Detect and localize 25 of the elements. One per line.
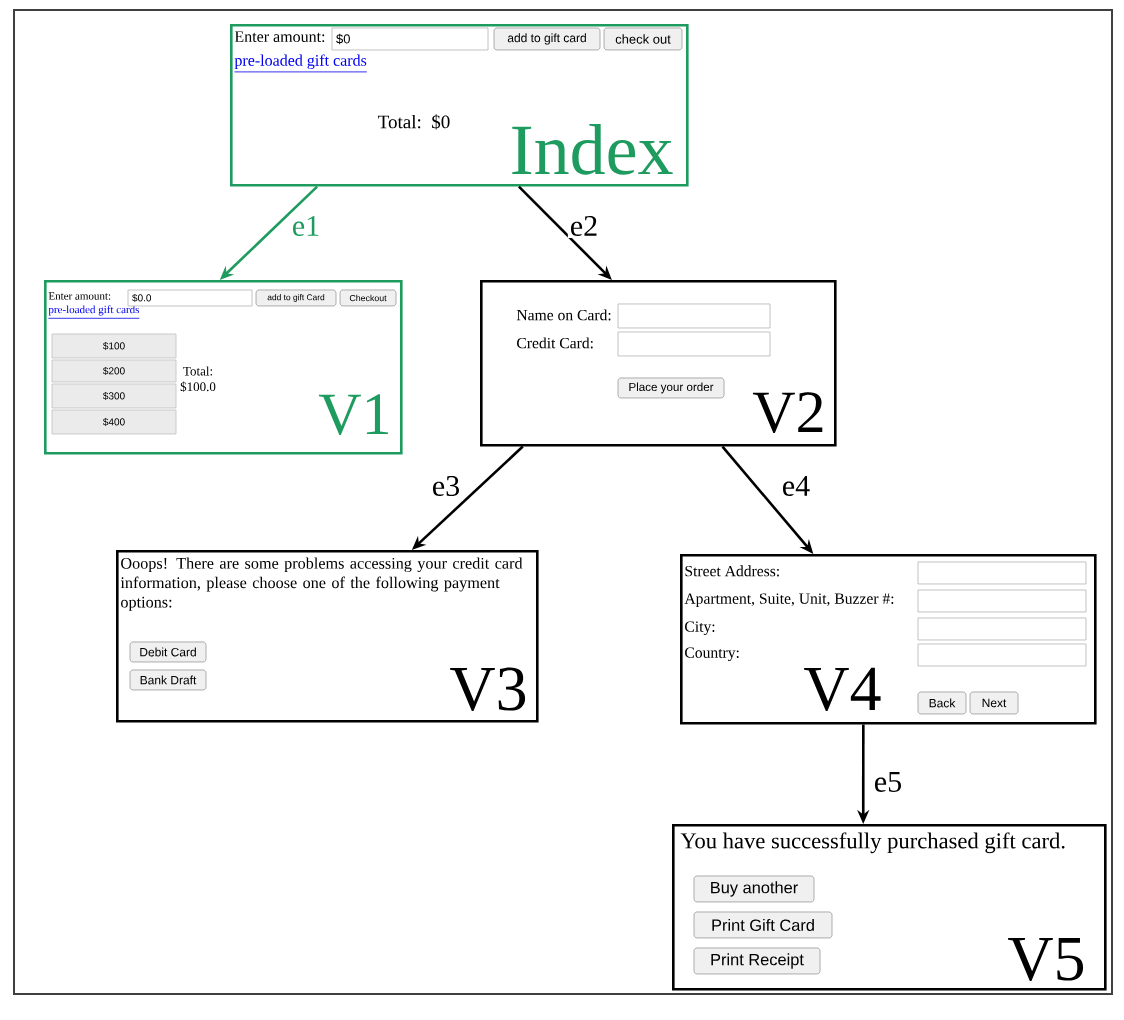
screen-title: V4 [804, 667, 881, 711]
screen-title: V5 [1008, 938, 1084, 981]
edge-label: e3 [429, 473, 463, 499]
screen-title: V1 [318, 394, 388, 435]
input-field [917, 589, 1087, 613]
message-text: You have successfully purchased gift card. [680, 832, 1065, 854]
screen-title: Index [512, 124, 673, 175]
button: Buy another [693, 875, 815, 903]
edge-label: e4 [779, 473, 813, 498]
link: pre-loaded gift cards [234, 54, 368, 73]
message-text: Ooops! There are some problems accessing your credit card information, please choose one of the following payment options: [120, 557, 523, 611]
input-field [917, 561, 1087, 585]
screen-title: V3 [450, 667, 526, 711]
input-field [917, 617, 1087, 641]
button: Print Receipt [693, 947, 821, 975]
button: Print Gift Card [693, 911, 833, 939]
edge-label: e5 [871, 770, 905, 794]
total-text: Total: $0 [378, 114, 450, 130]
input-field [917, 643, 1087, 667]
edge-label: e1 [289, 213, 323, 238]
screen-title: V2 [752, 392, 823, 433]
input-field [617, 303, 771, 329]
edge-label: e2 [567, 213, 601, 239]
input-field [617, 331, 771, 357]
field-label: Enter amount: [234, 31, 325, 43]
